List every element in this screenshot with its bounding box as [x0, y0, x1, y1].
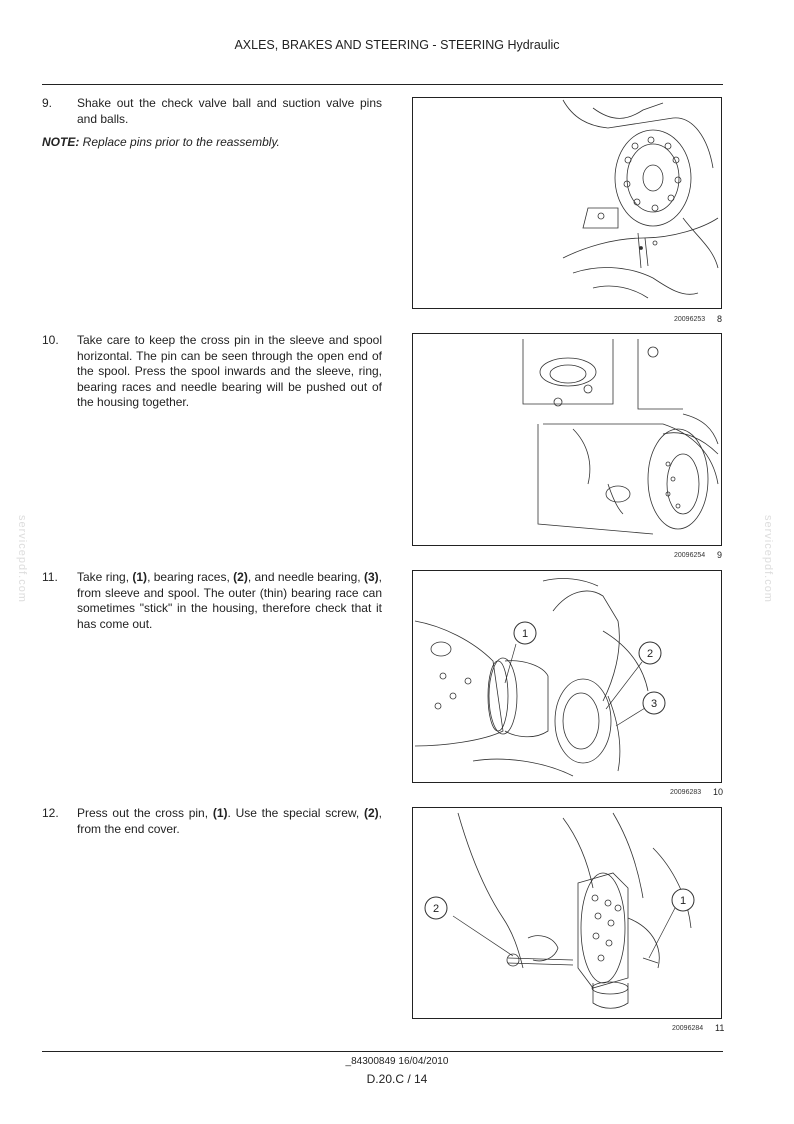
figure-number: 8 — [717, 314, 723, 324]
page-header: AXLES, BRAKES AND STEERING - STEERING Hy… — [234, 38, 560, 52]
callout-3: 3 — [651, 698, 657, 710]
figure-9-illustration — [412, 333, 722, 546]
step-number: 9. — [42, 96, 53, 110]
callout-1: 1 — [680, 895, 686, 907]
figure-10-illustration: 1 2 3 — [412, 570, 722, 783]
figure-code: 20096253 — [674, 316, 706, 323]
step-9: 9. Shake out the check valve ball and su… — [42, 96, 382, 127]
figure-number: 9 — [717, 550, 723, 560]
footer-page-number: D.20.C / 14 — [366, 1072, 428, 1086]
figure-number: 11 — [715, 1023, 725, 1033]
step-text: Shake out the check valve ball and sucti… — [77, 96, 382, 126]
figure-11-illustration: 2 1 — [412, 807, 722, 1019]
footer-doc-id: _84300849 16/04/2010 — [345, 1056, 449, 1067]
watermark-right: servicepdf.com — [762, 515, 774, 603]
figure-code: 20096284 — [672, 1025, 704, 1032]
note-label: NOTE: — [42, 135, 80, 149]
step-text: Take ring, (1), bearing races, (2), and … — [77, 570, 382, 631]
step-text: Press out the cross pin, (1). Use the sp… — [77, 806, 382, 836]
figure-code: 20096254 — [674, 552, 706, 559]
step-number: 11. — [42, 570, 58, 584]
step-text: Take care to keep the cross pin in the s… — [77, 333, 382, 409]
callout-2: 2 — [433, 903, 439, 915]
step-12: 12. Press out the cross pin, (1). Use th… — [42, 806, 382, 837]
watermark-left: servicepdf.com — [16, 515, 28, 603]
callout-1: 1 — [522, 628, 528, 640]
footer-rule — [42, 1051, 723, 1052]
header-rule — [42, 84, 723, 85]
note: NOTE: Replace pins prior to the reassemb… — [42, 135, 280, 149]
step-number: 12. — [42, 806, 59, 820]
figure-code: 20096283 — [670, 789, 702, 796]
step-number: 10. — [42, 333, 59, 347]
step-10: 10. Take care to keep the cross pin in t… — [42, 333, 382, 411]
callout-2: 2 — [647, 648, 653, 660]
figure-number: 10 — [713, 787, 724, 797]
step-11: 11. Take ring, (1), bearing races, (2), … — [42, 570, 382, 632]
figure-8-illustration — [412, 97, 722, 309]
note-text: Replace pins prior to the reassembly. — [79, 135, 280, 149]
